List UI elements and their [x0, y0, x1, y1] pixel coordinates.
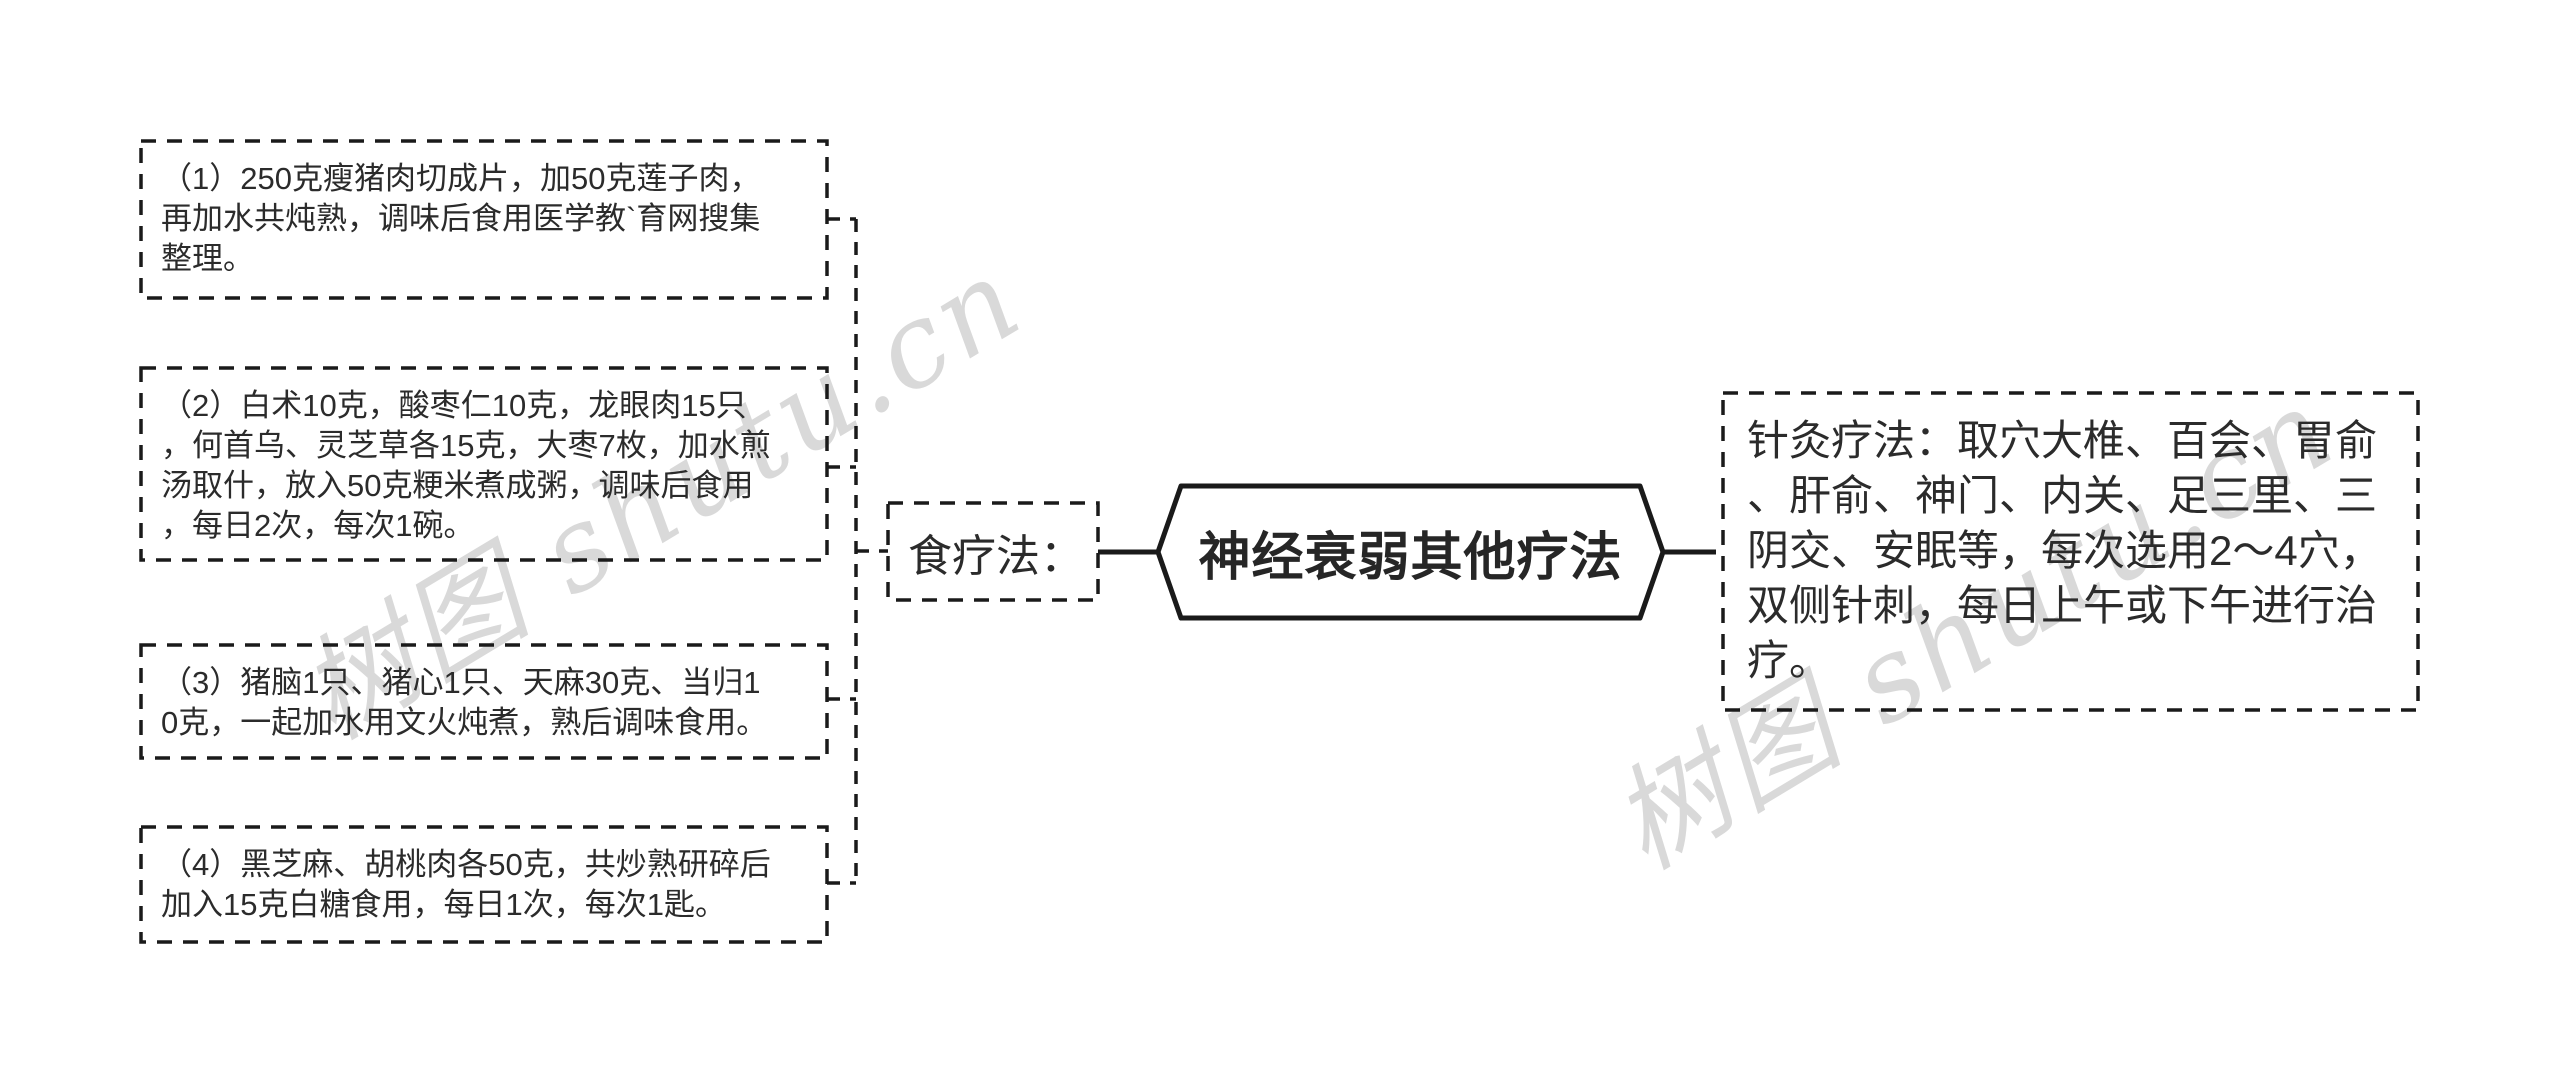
branch-label-diet-therapy: 食疗法：: [908, 531, 1084, 581]
remedy-box-2: （2）白术10克，酸枣仁10克，龙眼肉15只 ，何首乌、灵芝草各15克，大枣7枚…: [161, 388, 771, 543]
remedy-box-2-frame: [139, 366, 829, 562]
remedy-box-4-frame: [139, 825, 829, 944]
remedy-box-3-frame: [139, 643, 829, 760]
acupuncture-box-frame: [1721, 391, 2420, 712]
center-node-hexagon: [1155, 483, 1666, 621]
center-node-title: 神经衰弱其他疗法: [1198, 528, 1623, 587]
branch-label-box-frame: [886, 501, 1100, 602]
remedy-box-4: （4）黑芝麻、胡桃肉各50克，共炒熟研碎后 加入15克白糖食用，每日1次，每次1…: [161, 847, 771, 922]
remedy-box-3: （3）猪脑1只、猪心1只、天麻30克、当归1 0克，一起加水用文火炖煮，熟后调味…: [161, 665, 768, 740]
acupuncture-box: 针灸疗法：取穴大椎、百会、胃俞 、肝俞、神门、内关、足三里、三 阴交、安眠等，每…: [1747, 417, 2382, 684]
remedy-box-1: （1）250克瘦猪肉切成片，加50克莲子肉， 再加水共炖熟，调味后食用医学教`育…: [161, 161, 761, 276]
